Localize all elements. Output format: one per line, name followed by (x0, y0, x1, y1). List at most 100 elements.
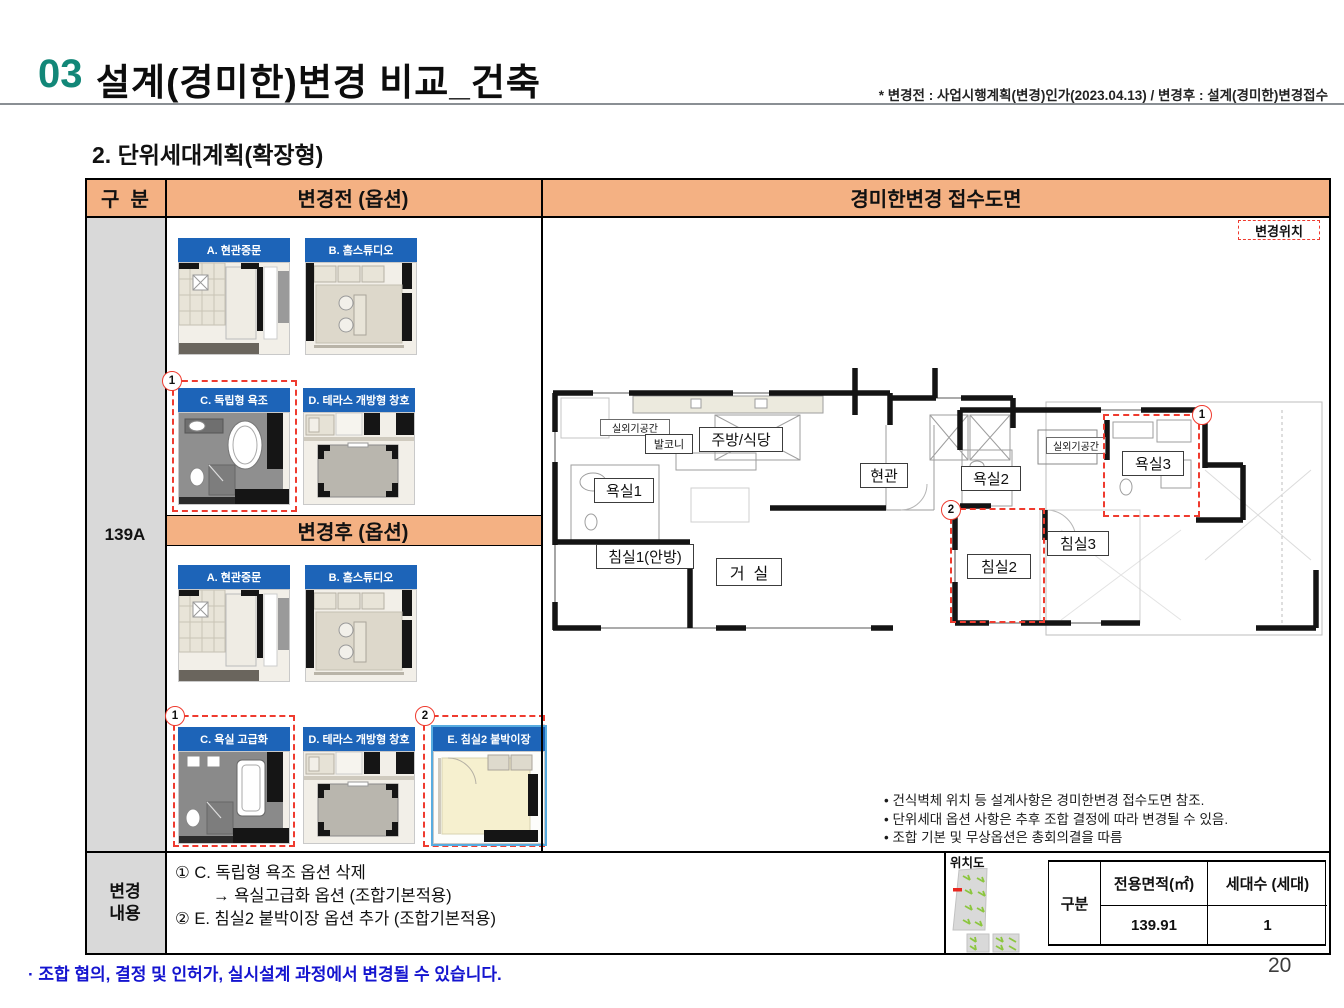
option-before-B-image (305, 262, 417, 355)
entry-plan-icon (179, 590, 289, 681)
option-after-D-label: D. 테라스 개방형 창호 (303, 727, 415, 751)
option-before-A-label: A. 현관중문 (178, 238, 290, 262)
marker-after-2: 2 (415, 706, 435, 726)
option-before-D: D. 테라스 개방형 창호 (303, 388, 415, 505)
header-divider (0, 103, 1344, 105)
room-label-living: 거 실 (716, 558, 782, 586)
table-line-h2 (85, 851, 1331, 853)
room-label-entrance: 현관 (860, 463, 908, 488)
option-after-E-image (433, 751, 545, 844)
change-content-line2: → 욕실고급화 옵션 (조합기본적용) (213, 887, 452, 905)
slide-number: 03 (38, 52, 83, 96)
change-location-tag: 변경위치 (1238, 220, 1320, 240)
room-label-bath3: 욕실3 (1122, 451, 1184, 476)
change-label-line2: 내용 (109, 904, 141, 923)
location-map (952, 868, 1020, 953)
map-building-marks (962, 874, 1017, 951)
option-before-C-image (178, 412, 290, 505)
header-cell-before: 변경전 (옵션) (165, 178, 541, 216)
option-before-C: C. 독립형 욕조 (178, 388, 290, 505)
plan-marker-2: 2 (941, 500, 961, 520)
header-cell-drawing: 경미한변경 접수도면 (541, 178, 1331, 216)
builtin-closet-plan-icon (434, 752, 544, 843)
table-outer-border (85, 178, 1331, 955)
marker-before-1: 1 (162, 371, 182, 391)
room-label-bath2: 욕실2 (961, 466, 1021, 491)
option-before-C-label: C. 독립형 욕조 (178, 388, 290, 412)
table-line-v1 (165, 178, 167, 955)
plan-fixtures (560, 395, 1192, 624)
option-after-A: A. 현관중문 (178, 565, 290, 682)
option-before-B: B. 홈스튜디오 (305, 238, 417, 355)
floor-plan (552, 368, 1323, 636)
table-line-h1 (85, 216, 1331, 218)
studio-plan-icon (306, 263, 412, 348)
plan-highlight-box-2 (950, 508, 1045, 623)
plan-windows (554, 392, 1141, 629)
page-number: 20 (1268, 954, 1292, 977)
summary-households-value: 1 (1263, 916, 1272, 934)
drawing-note-3: • 조합 기본 및 무상옵션은 총회의결을 따름 (884, 830, 1123, 845)
summary-area-value: 139.91 (1101, 906, 1208, 944)
drawing-note-1: • 건식벽체 위치 등 설계사항은 경미한변경 접수도면 참조. (884, 793, 1205, 808)
change-label-line1: 변경 (109, 882, 141, 901)
terrace-window-plan-icon (304, 752, 414, 837)
change-content-line3: ② E. 침실2 붙박이장 옵션 추가 (조합기본적용) (175, 910, 496, 928)
summary-table: 구분 전용면적(㎡) 세대수 (세대) 139.91 1 (1048, 860, 1327, 946)
footer-note: · 조합 협의, 결정 및 인허가, 실시설계 과정에서 변경될 수 있습니다. (28, 965, 502, 984)
option-before-D-label: D. 테라스 개방형 창호 (303, 388, 415, 412)
highlight-box-before-1 (172, 380, 297, 512)
option-after-A-image (178, 589, 290, 682)
option-after-D-image (303, 751, 415, 844)
room-label-bedroom1: 침실1(안방) (596, 544, 694, 569)
location-map-label: 위치도 (950, 856, 985, 870)
option-after-B-image (305, 589, 417, 682)
option-after-E: E. 침실2 붙박이장 (433, 727, 545, 844)
room-label-bedroom3: 침실3 (1047, 531, 1109, 556)
option-after-E-label: E. 침실2 붙박이장 (433, 727, 545, 751)
page-title: 설계(경미한)변경 비교_건축 (96, 62, 541, 103)
option-before-B-label: B. 홈스튜디오 (305, 238, 417, 262)
room-label-balcony: 발코니 (645, 434, 693, 454)
header-cell-category: 구 분 (85, 178, 165, 216)
option-after-D: D. 테라스 개방형 창호 (303, 727, 415, 844)
option-after-A-label: A. 현관중문 (178, 565, 290, 589)
revision-note: * 변경전 : 사업시행계획(변경)인가(2023.04.13) / 변경후 :… (878, 88, 1328, 103)
summary-households-header: 세대수 (세대) (1208, 862, 1327, 906)
entry-plan-icon (179, 263, 289, 354)
option-after-B: B. 홈스튜디오 (305, 565, 417, 682)
map-unit-highlight (953, 888, 962, 892)
drawing-note-2: • 단위세대 옵션 사항은 추후 조합 결정에 따라 변경될 수 있음. (884, 811, 1229, 827)
option-after-C-label: C. 욕실 고급화 (178, 727, 290, 751)
option-after-B-label: B. 홈스튜디오 (305, 565, 417, 589)
plan-marker-1: 1 (1192, 405, 1212, 425)
freestanding-tub-plan-icon (179, 413, 289, 504)
table-line-v2 (541, 178, 543, 851)
room-label-bedroom2: 침실2 (967, 554, 1031, 579)
option-before-D-image (303, 412, 415, 505)
summary-area-header: 전용면적(㎡) (1101, 862, 1208, 906)
highlight-box-after-1 (173, 715, 295, 847)
summary-category-cell: 구분 (1049, 862, 1101, 944)
change-content-line1: ① C. 독립형 욕조 옵션 삭제 (175, 864, 366, 882)
unit-type-cell: 139A (85, 218, 165, 851)
option-before-A: A. 현관중문 (178, 238, 290, 355)
option-after-C: C. 욕실 고급화 (178, 727, 290, 844)
change-row-header: 변경 내용 (85, 853, 165, 953)
room-label-kitchen-dining: 주방/식당 (699, 427, 783, 452)
plan-highlight-box-1 (1103, 414, 1200, 517)
studio-plan-icon (306, 590, 412, 675)
option-after-C-image (178, 751, 290, 844)
plan-walls (552, 368, 1319, 631)
room-label-outdoor-unit-right: 실외기공간 (1046, 437, 1106, 454)
table-line-v3 (944, 851, 946, 955)
after-header-bar: 변경후 (옵션) (165, 515, 541, 546)
room-label-bath1: 욕실1 (594, 478, 654, 503)
drawing-notes: • 건식벽체 위치 등 설계사항은 경미한변경 접수도면 참조. • 단위세대 … (884, 792, 1344, 848)
option-before-A-image (178, 262, 290, 355)
section-subtitle: 2. 단위세대계획(확장형) (92, 142, 324, 168)
marker-after-1: 1 (165, 706, 185, 726)
room-label-outdoor-unit-left: 실외기공간 (600, 419, 670, 436)
terrace-window-plan-icon (304, 413, 414, 498)
